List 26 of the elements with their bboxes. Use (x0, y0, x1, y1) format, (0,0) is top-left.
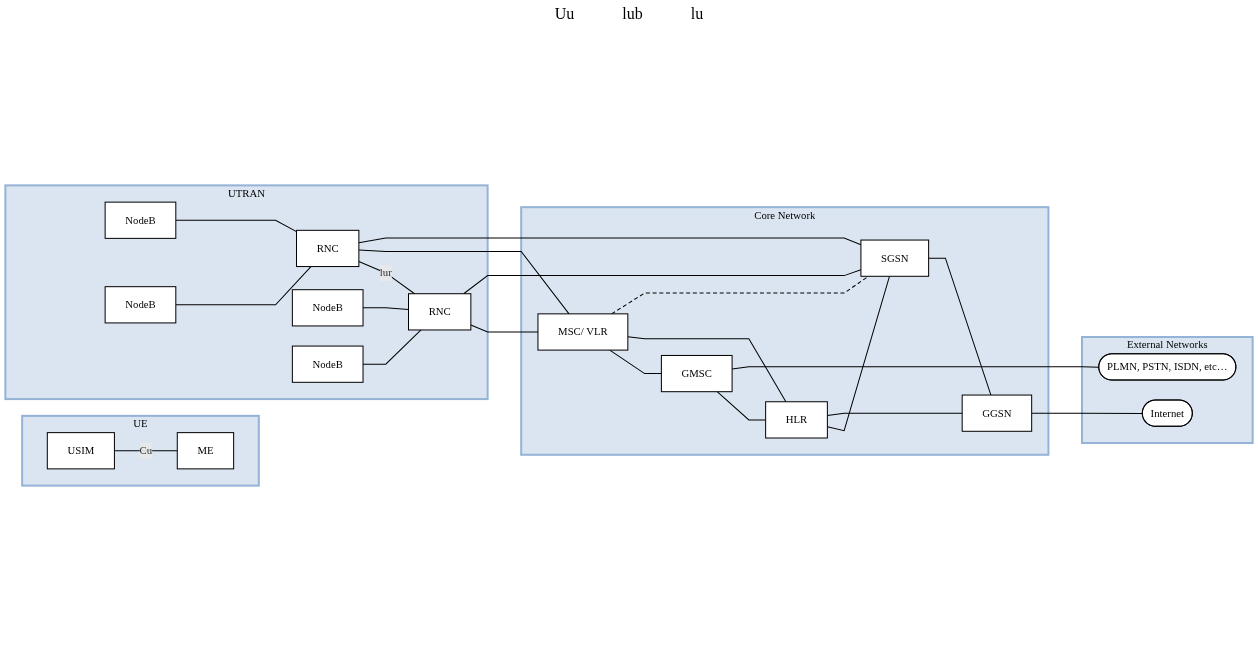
edge-label: Cu (139, 444, 153, 457)
connector (611, 275, 869, 315)
node-box: RNC (408, 293, 472, 331)
node-box: SGSN (860, 239, 930, 277)
node-box: USIM (46, 432, 115, 470)
node-box: NodeB (104, 201, 177, 239)
node-box: GGSN (961, 394, 1033, 432)
connector (175, 266, 312, 306)
connector (609, 349, 662, 375)
connector (175, 219, 298, 233)
connector (928, 257, 992, 396)
node-box: RNC (296, 229, 360, 268)
connector (358, 249, 570, 315)
node-box: NodeB (291, 345, 364, 383)
node-box: NodeB (291, 289, 364, 327)
connector (627, 336, 787, 403)
interface-label: Uu (553, 4, 576, 24)
node-box: ME (176, 432, 235, 470)
edge-label: lur (379, 266, 392, 279)
interface-label: lub (621, 4, 644, 24)
node-box: HLR (765, 401, 828, 439)
node-box: MSC/ VLR (537, 313, 629, 351)
node-box: NodeB (104, 286, 177, 324)
node-box: GMSC (660, 354, 733, 393)
connector (358, 261, 416, 295)
interface-label: lu (689, 4, 705, 24)
